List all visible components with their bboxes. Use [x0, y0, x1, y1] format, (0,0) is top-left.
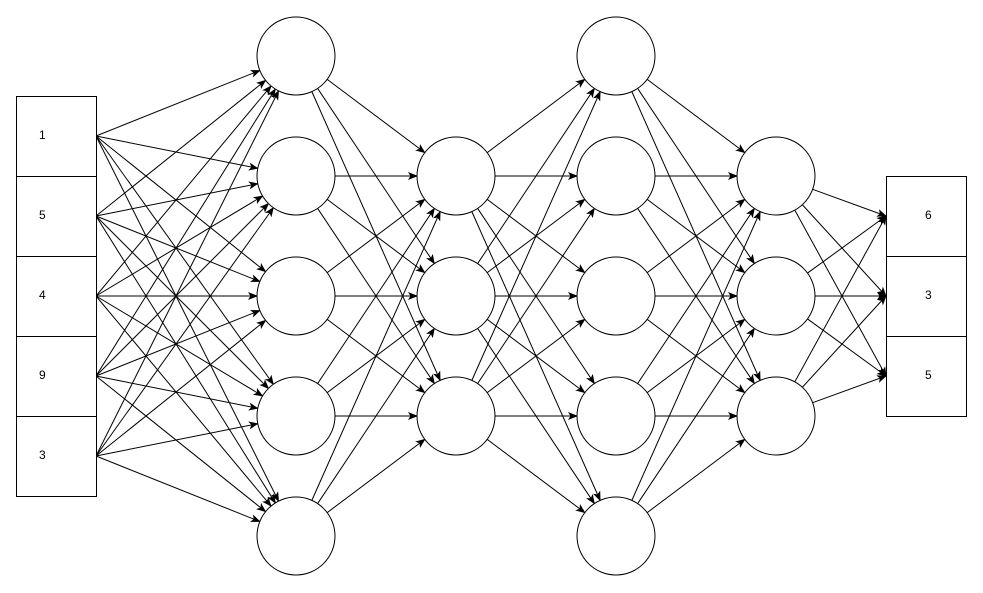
edge-l0-2-to-1 [95, 195, 264, 297]
edge-l1-4-to-0 [311, 210, 441, 501]
input-node-1: 1 [16, 96, 97, 177]
hidden-neuron-l3-3 [576, 256, 656, 336]
edge-l4-2-to-0 [794, 215, 887, 383]
edge-l2-2-to-2 [486, 318, 586, 394]
hidden-neuron-l3-1 [576, 16, 656, 96]
output-box [886, 256, 967, 337]
input-box [16, 256, 97, 337]
input-node-5: 3 [16, 416, 97, 497]
edge-l3-2-to-0 [646, 198, 746, 274]
edge-l0-4-to-3 [95, 421, 259, 457]
output-box [886, 336, 967, 417]
hidden-neuron-l4-2 [736, 256, 816, 336]
edge-l0-4-to-2 [95, 319, 267, 457]
input-node-2: 5 [16, 176, 97, 257]
output-node-1: 6 [886, 176, 967, 257]
edge-l2-2-to-4 [486, 438, 586, 514]
edge-l0-1-to-1 [95, 181, 259, 217]
edge-l2-2-to-1 [477, 207, 595, 384]
edge-l0-0-to-1 [95, 135, 259, 171]
input-value-label: 3 [39, 448, 46, 462]
input-node-3: 4 [16, 256, 97, 337]
edge-l1-3-to-0 [317, 207, 435, 384]
edge-l0-2-to-0 [95, 85, 272, 297]
input-box [16, 416, 97, 497]
hidden-neuron-l3-2 [576, 136, 656, 216]
edge-l2-1-to-0 [477, 87, 595, 264]
edge-l0-3-to-3 [95, 375, 259, 411]
edge-l1-4-to-1 [317, 327, 435, 504]
edge-l4-0-to-0 [812, 188, 887, 217]
input-value-label: 1 [39, 128, 46, 142]
input-box [16, 176, 97, 257]
edge-l0-1-to-2 [95, 215, 261, 282]
hidden-neuron-l2-3 [416, 376, 496, 456]
edge-l0-2-to-4 [95, 295, 272, 507]
edge-l3-3-to-0 [637, 207, 755, 384]
edge-l0-3-to-0 [95, 88, 276, 377]
edge-l3-4-to-1 [637, 327, 755, 504]
edge-l0-2-to-3 [95, 295, 264, 397]
output-node-2: 3 [886, 256, 967, 337]
edge-l0-1-to-4 [95, 215, 276, 504]
edge-l0-0-to-4 [95, 135, 280, 503]
hidden-neuron-l3-4 [576, 376, 656, 456]
input-node-4: 9 [16, 336, 97, 417]
edge-l0-4-to-4 [95, 455, 261, 522]
hidden-neuron-l3-5 [576, 496, 656, 576]
output-value-label: 3 [925, 288, 932, 302]
edge-l0-4-to-0 [95, 89, 280, 457]
edge-l4-1-to-0 [807, 215, 887, 274]
connection-edges [95, 70, 887, 522]
hidden-neuron-l1-1 [256, 16, 336, 96]
hidden-neuron-l4-1 [736, 136, 816, 216]
hidden-neuron-l2-2 [416, 256, 496, 336]
edge-l1-2-to-0 [326, 198, 426, 274]
edge-l2-0-to-0 [486, 78, 586, 154]
edge-l0-1-to-0 [95, 79, 267, 217]
hidden-neuron-l1-2 [256, 136, 336, 216]
edge-l4-1-to-2 [807, 318, 887, 377]
input-value-label: 4 [39, 288, 46, 302]
edge-l4-0-to-1 [801, 204, 887, 297]
edge-l1-4-to-2 [326, 438, 426, 513]
hidden-neuron-l4-3 [736, 376, 816, 456]
edge-l4-2-to-1 [801, 295, 887, 388]
edge-l0-3-to-1 [95, 202, 270, 377]
input-box [16, 96, 97, 177]
edge-l0-4-to-1 [95, 206, 274, 457]
output-value-label: 6 [925, 208, 932, 222]
hidden-neuron-l1-4 [256, 376, 336, 456]
edge-l0-0-to-3 [95, 135, 274, 386]
hidden-neuron-l2-1 [416, 136, 496, 216]
edge-l0-3-to-4 [95, 375, 267, 513]
edge-l4-0-to-2 [794, 209, 887, 377]
edge-l0-0-to-2 [95, 135, 267, 273]
edge-l0-1-to-3 [95, 215, 270, 390]
edge-l3-0-to-0 [646, 79, 746, 154]
edge-l0-0-to-0 [95, 70, 261, 137]
input-value-label: 9 [39, 368, 46, 382]
network-nodes: 1 5 4 9 3 6 3 5 [16, 16, 967, 576]
hidden-neuron-l1-5 [256, 496, 336, 576]
output-value-label: 5 [925, 368, 932, 382]
edge-l4-2-to-2 [812, 375, 887, 404]
edge-l1-0-to-0 [326, 79, 426, 154]
output-box [886, 176, 967, 257]
edge-l3-4-to-2 [646, 438, 746, 513]
edge-l0-3-to-2 [95, 310, 261, 377]
hidden-neuron-l1-3 [256, 256, 336, 336]
edge-l2-2-to-0 [471, 90, 601, 381]
edge-l3-4-to-0 [631, 210, 761, 501]
input-box [16, 336, 97, 417]
output-node-3: 5 [886, 336, 967, 417]
input-value-label: 5 [39, 208, 46, 222]
